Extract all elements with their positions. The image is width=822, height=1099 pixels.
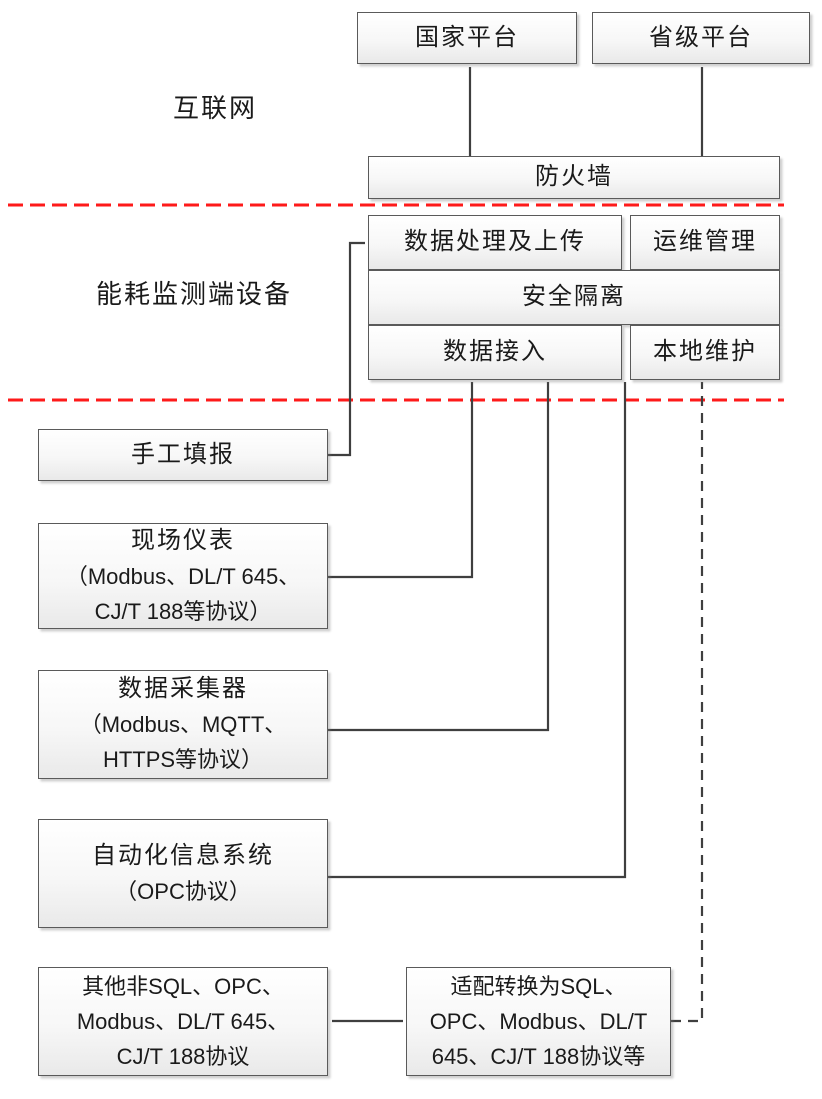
data-collector-protocols-line1: （Modbus、MQTT、 — [79, 712, 287, 737]
firewall-box: 防火墙 — [368, 156, 780, 199]
data-processing-upload-box: 数据处理及上传 — [368, 215, 622, 270]
data-collector-box: 数据采集器 （Modbus、MQTT、 HTTPS等协议） — [38, 670, 328, 779]
data-collector-protocols-line2: HTTPS等协议） — [102, 747, 264, 772]
national-platform-label: 国家平台 — [415, 24, 519, 51]
arrow-adapter-to-local-maintenance — [671, 382, 704, 1023]
field-instruments-box: 现场仪表 （Modbus、DL/T 645、 CJ/T 188等协议） — [38, 523, 328, 629]
local-maintenance-box: 本地维护 — [630, 325, 780, 380]
arrow-automation-system-to-data-access — [328, 382, 627, 879]
provincial-platform-box: 省级平台 — [592, 12, 810, 64]
data-collector-label: 数据采集器 — [118, 676, 248, 702]
internet-zone-label: 互联网 — [172, 94, 257, 123]
other-protocols-line1: 其他非SQL、OPC、 — [82, 974, 284, 999]
field-instruments-protocols-line1: （Modbus、DL/T 645、 — [65, 563, 301, 589]
manual-entry-label: 手工填报 — [131, 441, 235, 468]
data-access-label: 数据接入 — [443, 339, 547, 365]
other-protocols-line2: Modbus、DL/T 645、 — [76, 1009, 290, 1034]
data-processing-upload-label: 数据处理及上传 — [404, 229, 586, 255]
automation-system-protocols-line: （OPC协议） — [115, 878, 251, 904]
data-access-box: 数据接入 — [368, 325, 622, 380]
automation-system-label: 自动化信息系统 — [92, 842, 274, 869]
ops-management-box: 运维管理 — [630, 215, 780, 270]
arrow-field-instruments-to-data-access — [328, 382, 474, 579]
field-instruments-protocols-line2: CJ/T 188等协议） — [94, 598, 272, 624]
security-isolation-box: 安全隔离 — [368, 270, 780, 325]
automation-system-box: 自动化信息系统 （OPC协议） — [38, 819, 328, 928]
arrow-manual-entry-to-data-processing — [328, 241, 365, 457]
other-protocols-box: 其他非SQL、OPC、 Modbus、DL/T 645、 CJ/T 188协议 — [38, 967, 328, 1076]
field-instruments-label: 现场仪表 — [131, 527, 235, 554]
terminal-device-zone-label: 能耗监测端设备 — [95, 280, 292, 309]
manual-entry-box: 手工填报 — [38, 429, 328, 481]
protocol-adapter-box: 适配转换为SQL、 OPC、Modbus、DL/T 645、CJ/T 188协议… — [406, 967, 671, 1076]
firewall-label: 防火墙 — [535, 164, 613, 190]
security-isolation-label: 安全隔离 — [522, 284, 626, 310]
arrow-data-collector-to-data-access — [328, 382, 550, 732]
protocol-adapter-line1: 适配转换为SQL、 — [450, 974, 627, 999]
provincial-platform-label: 省级平台 — [649, 24, 753, 51]
local-maintenance-label: 本地维护 — [653, 339, 757, 365]
protocol-adapter-line2: OPC、Modbus、DL/T — [429, 1009, 648, 1034]
ops-management-label: 运维管理 — [653, 229, 757, 255]
other-protocols-line3: CJ/T 188协议 — [116, 1044, 250, 1069]
national-platform-box: 国家平台 — [357, 12, 577, 64]
protocol-adapter-line3: 645、CJ/T 188协议等 — [431, 1044, 646, 1069]
